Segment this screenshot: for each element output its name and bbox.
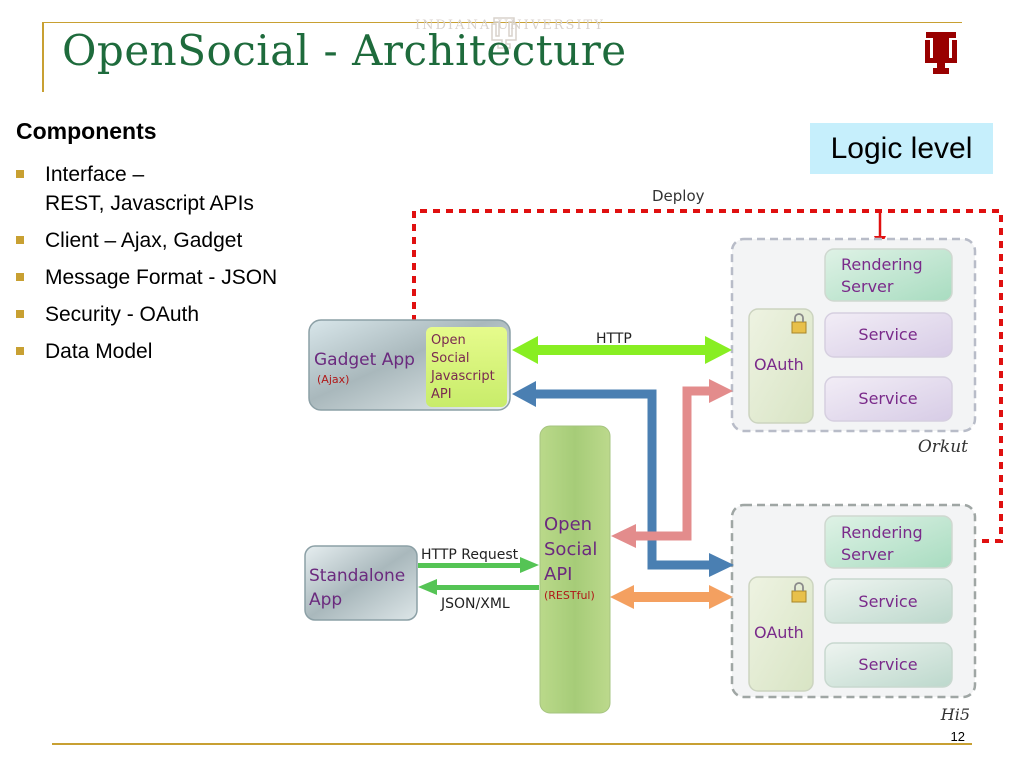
list-item-text: REST, Javascript APIs — [45, 192, 254, 215]
json-xml-arrow — [418, 579, 539, 595]
hi5-label: Hi5 — [940, 705, 970, 724]
top-rule — [42, 22, 962, 23]
standalone-label-2: App — [309, 590, 342, 610]
hi5-rendering-label-2: Server — [841, 545, 894, 564]
logic-level-badge: Logic level — [810, 123, 993, 174]
hi5-container: Rendering Server OAuth Service Service — [730, 503, 977, 699]
orkut-oauth-label: OAuth — [754, 355, 804, 374]
gadget-app-label: Gadget App — [314, 350, 415, 370]
hi5-service-2 — [824, 642, 953, 688]
list-item: Security - OAuth — [16, 300, 277, 329]
bullet-square-icon — [16, 236, 24, 244]
hi5-oauth-label: OAuth — [754, 623, 804, 642]
top-left-rule — [42, 22, 44, 92]
blue-data-arrow — [512, 381, 734, 577]
http-request-label: HTTP Request — [421, 547, 519, 563]
components-list: Interface – REST, Javascript APIs Client … — [16, 160, 277, 374]
hi5-service-2-label: Service — [858, 655, 917, 674]
opensocial-api-sublabel: (RESTful) — [544, 589, 595, 602]
opensocial-api-box — [539, 425, 611, 714]
list-item: Data Model — [16, 337, 277, 366]
http-request-arrow — [418, 557, 539, 573]
js-api-label-2: Social — [431, 351, 470, 366]
orange-data-arrow — [610, 585, 733, 609]
list-item: Message Format - JSON — [16, 263, 277, 292]
json-xml-label: JSON/XML — [440, 596, 510, 612]
list-item-text: Security - OAuth — [45, 303, 200, 326]
list-item: Interface – REST, Javascript APIs — [16, 160, 277, 218]
page-number: 12 — [950, 729, 965, 744]
hi5-service-1-label: Service — [858, 592, 917, 611]
list-item-text: Message Format - JSON — [45, 266, 278, 289]
opensocial-js-api-box — [426, 327, 507, 407]
deploy-label: Deploy — [652, 187, 705, 205]
orkut-service-1-label: Service — [858, 325, 917, 344]
bullet-square-icon — [16, 347, 24, 355]
slide-title: OpenSocial - Architecture — [62, 26, 627, 75]
orkut-service-1 — [824, 312, 953, 358]
watermark-text: INDIANA UNIVERSITY — [415, 18, 605, 33]
hi5-rendering-server — [824, 515, 953, 569]
orkut-rendering-server — [824, 248, 953, 302]
js-api-label-3: Javascript — [430, 369, 495, 384]
bullet-square-icon — [16, 170, 24, 178]
orkut-service-2 — [824, 376, 953, 422]
http-arrow — [512, 336, 732, 364]
lock-icon — [791, 313, 807, 334]
orkut-service-2-label: Service — [858, 389, 917, 408]
pink-data-arrow — [611, 379, 733, 548]
opensocial-api-label-2: Social — [544, 539, 597, 560]
hi5-oauth-box — [748, 576, 814, 692]
lock-icon — [791, 582, 807, 603]
opensocial-api-label-1: Open — [544, 514, 592, 535]
bullet-square-icon — [16, 273, 24, 281]
orkut-oauth-box — [748, 308, 814, 424]
standalone-app-box — [304, 545, 418, 621]
http-label: HTTP — [596, 331, 632, 347]
list-item-text: Data Model — [45, 340, 153, 363]
gadget-app-sublabel: (Ajax) — [317, 373, 349, 386]
opensocial-api-label-3: API — [544, 564, 572, 585]
list-item: Client – Ajax, Gadget — [16, 226, 277, 255]
bottom-rule — [52, 743, 972, 745]
orkut-rendering-label-1: Rendering — [841, 255, 923, 274]
js-api-label-4: API — [431, 387, 452, 402]
orkut-rendering-label-2: Server — [841, 277, 894, 296]
standalone-label-1: Standalone — [309, 566, 405, 586]
watermark-trident-icon — [491, 17, 517, 49]
js-api-label-1: Open — [431, 333, 466, 348]
list-item-text: Interface – — [45, 163, 145, 186]
orkut-container: Rendering Server OAuth Service Service — [730, 237, 977, 433]
list-item-text: Client – Ajax, Gadget — [45, 229, 243, 252]
gadget-app-box — [308, 319, 511, 411]
bullet-square-icon — [16, 310, 24, 318]
hi5-rendering-label-1: Rendering — [841, 523, 923, 542]
orkut-label: Orkut — [918, 437, 968, 457]
hi5-service-1 — [824, 578, 953, 624]
iu-logo-icon — [925, 32, 957, 74]
components-heading: Components — [16, 118, 157, 144]
